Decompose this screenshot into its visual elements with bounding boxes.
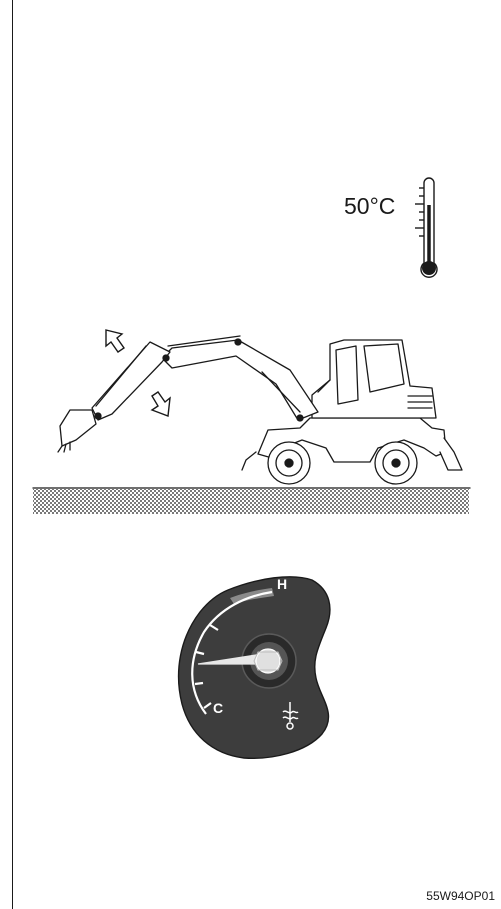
arrow-up-icon [105,329,125,353]
coolant-temperature-icon [282,702,299,730]
arrow-down-icon [150,391,171,417]
figure-code: 55W94OP01 [426,889,495,903]
gauge-needle-cap [255,648,281,674]
gauge-tick-marks [194,624,219,709]
gauge-label-cold: C [213,700,224,716]
gauge-scale-arc [191,590,273,715]
temperature-label: 50°C [344,193,396,219]
ground-hatch [33,489,469,514]
excavator-illustration [32,335,471,489]
coolant-temperature-gauge [177,576,331,759]
thermometer-icon [415,177,438,278]
page-border-line [12,0,13,909]
gauge-label-hot: H [277,576,288,592]
